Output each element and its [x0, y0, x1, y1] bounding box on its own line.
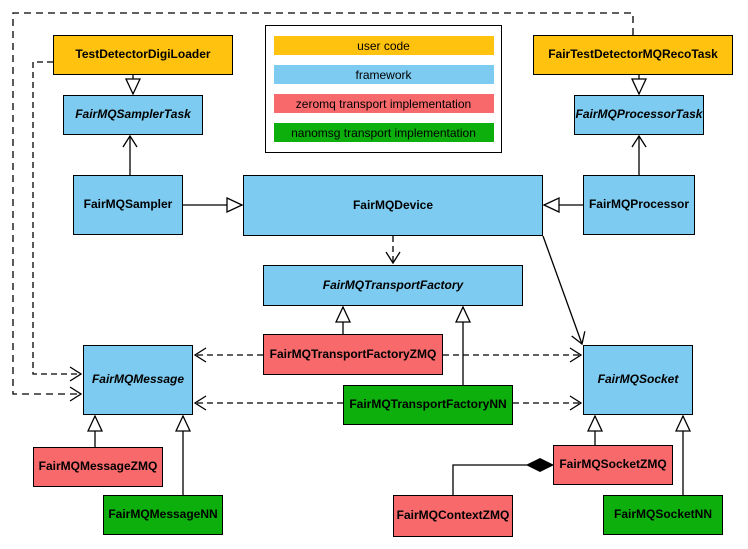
class-box-fairmqmessagenn: FairMQMessageNN	[103, 495, 223, 535]
class-box-fairmqtransportfactory: FairMQTransportFactory	[263, 265, 523, 306]
legend-label: zeromq transport implementation	[295, 96, 472, 111]
class-box-fairmqtransportfactoryzmq: FairMQTransportFactoryZMQ	[263, 334, 443, 375]
class-label: TestDetectorDigiLoader	[75, 47, 211, 62]
composition-diamond	[525, 457, 555, 473]
class-label: FairMQMessageNN	[108, 507, 218, 522]
legend-item-user-code: user code	[273, 36, 494, 55]
class-box-fairmqtransportfactorynn: FairMQTransportFactoryNN	[343, 385, 513, 425]
legend-item-framework: framework	[273, 65, 494, 84]
class-label: FairMQSocket	[597, 372, 679, 387]
class-box-fairtestdetectormqrecotask: FairTestDetectorMQRecoTask	[533, 35, 733, 75]
class-box-fairmqsocketnn: FairMQSocketNN	[603, 495, 723, 535]
legend-item-zeromq: zeromq transport implementation	[273, 94, 494, 113]
dependency-digiloader-message	[32, 61, 83, 382]
class-box-fairmqsocketzmq: FairMQSocketZMQ	[553, 445, 673, 485]
class-label: FairMQMessage	[91, 372, 185, 387]
composition-contextzmq-socketzmq	[452, 457, 555, 495]
class-box-fairmqsocket: FairMQSocket	[583, 345, 693, 415]
class-box-fairmqsampler: FairMQSampler	[73, 175, 183, 235]
class-label: FairMQProcessor	[588, 197, 690, 212]
class-label: FairMQDevice	[352, 197, 434, 212]
class-label: FairMQSampler	[83, 197, 173, 212]
class-label: FairMQProcessorTask	[575, 107, 703, 122]
class-box-fairmqsamplertask: FairMQSamplerTask	[63, 95, 203, 135]
class-box-fairmqmessagezmq: FairMQMessageZMQ	[33, 447, 163, 487]
class-label: FairMQTransportFactory	[322, 277, 464, 292]
class-box-testdetectordigiloader: TestDetectorDigiLoader	[53, 35, 233, 75]
class-box-fairmqprocessor: FairMQProcessor	[583, 175, 695, 235]
class-box-fairmqmessage: FairMQMessage	[83, 345, 193, 415]
class-label: FairMQSocketZMQ	[559, 457, 667, 472]
legend-item-nanomsg: nanomsg transport implementation	[273, 123, 494, 142]
class-label: FairTestDetectorMQRecoTask	[548, 47, 718, 62]
class-label: FairMQSamplerTask	[75, 107, 191, 122]
class-label: FairMQSocketNN	[613, 507, 713, 522]
class-label: FairMQContextZMQ	[396, 508, 510, 523]
class-box-fairmqcontextzmq: FairMQContextZMQ	[393, 495, 513, 537]
legend-box: user code framework zeromq transport imp…	[265, 25, 502, 153]
class-box-fairmqprocessortask: FairMQProcessorTask	[574, 95, 704, 135]
dependency-recotask-message	[12, 12, 634, 402]
legend-label: nanomsg transport implementation	[291, 125, 476, 140]
legend-label: framework	[355, 67, 412, 82]
association-device-socket	[542, 235, 586, 346]
legend-label: user code	[357, 38, 410, 53]
class-box-fairmqdevice: FairMQDevice	[243, 175, 543, 236]
class-label: FairMQMessageZMQ	[38, 459, 158, 474]
class-label: FairMQTransportFactoryNN	[349, 397, 507, 412]
class-label: FairMQTransportFactoryZMQ	[269, 346, 437, 361]
